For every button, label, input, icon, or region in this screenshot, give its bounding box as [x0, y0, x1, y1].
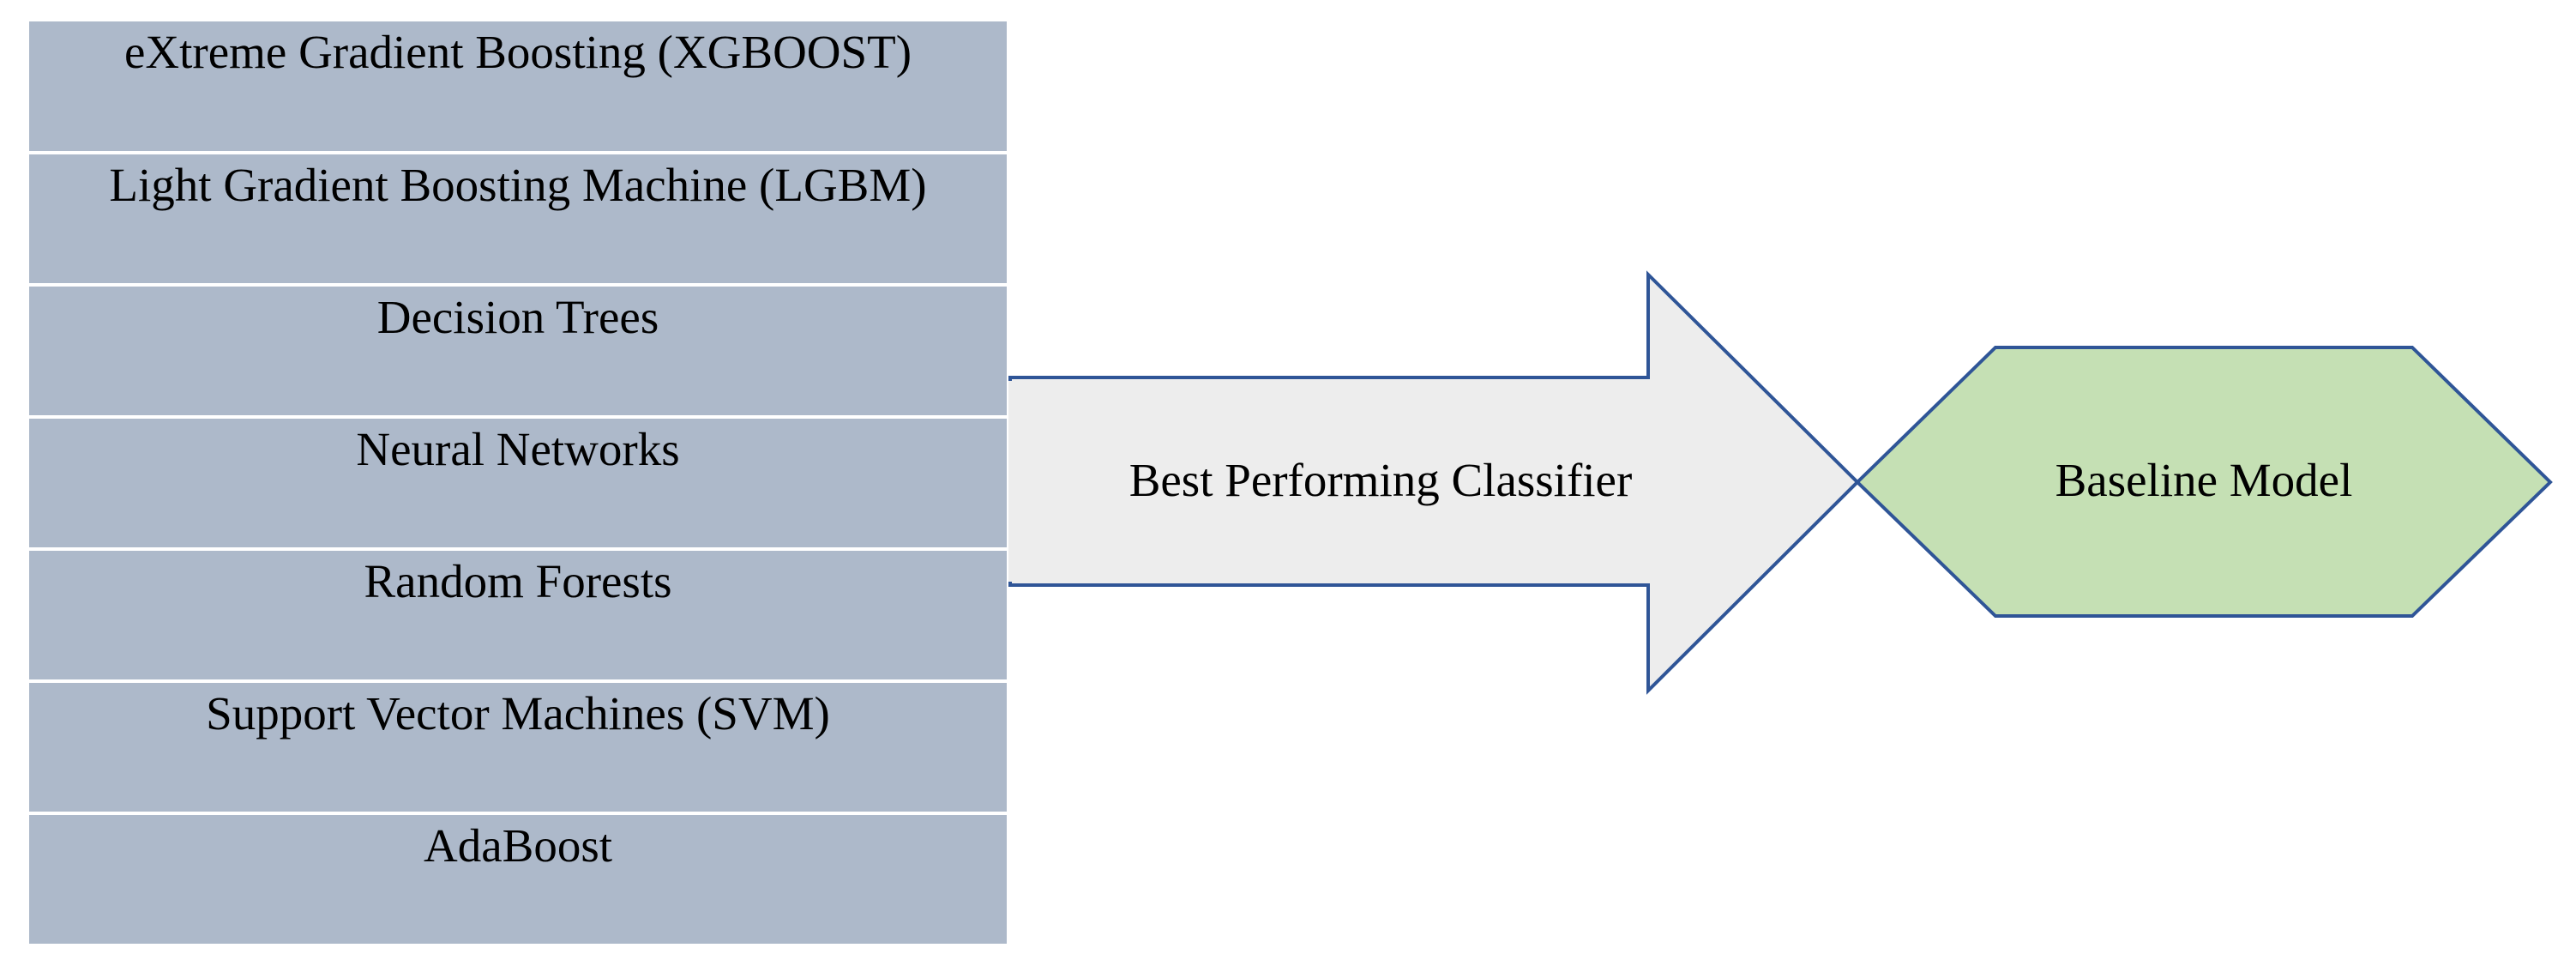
classifier-adaboost: AdaBoost [29, 812, 1007, 944]
classifier-neural-networks: Neural Networks [29, 415, 1007, 547]
classifier-svm: Support Vector Machines (SVM) [29, 679, 1007, 812]
classifier-decision-trees: Decision Trees [29, 283, 1007, 415]
arrow-label: Best Performing Classifier [1129, 454, 1633, 506]
baseline-model-label: Baseline Model [2055, 454, 2353, 506]
classifier-list: eXtreme Gradient Boosting (XGBOOST) Ligh… [29, 19, 1007, 944]
classifier-random-forests: Random Forests [29, 547, 1007, 679]
classifier-xgboost: eXtreme Gradient Boosting (XGBOOST) [29, 19, 1007, 151]
classifier-lgbm: Light Gradient Boosting Machine (LGBM) [29, 151, 1007, 283]
